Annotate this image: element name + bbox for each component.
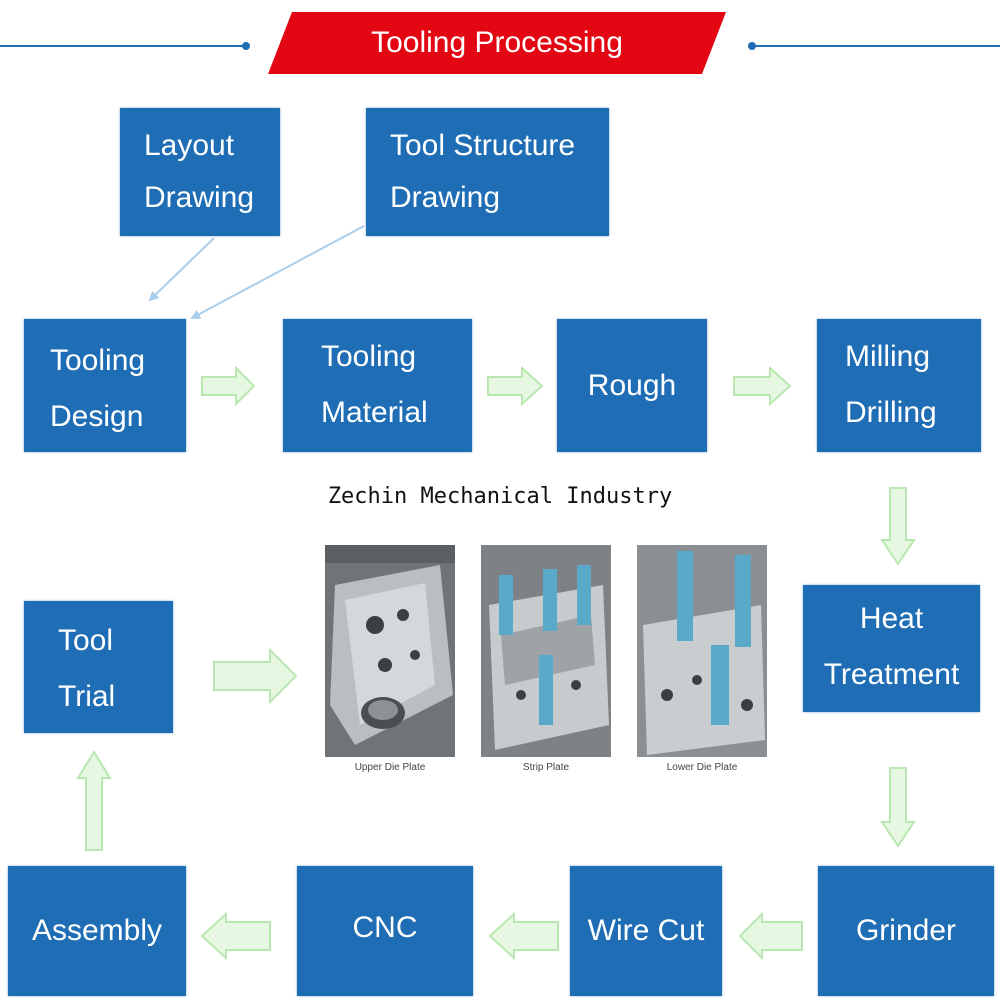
step-label-line: Design bbox=[50, 400, 144, 433]
step-tooling-design: Tooling Design bbox=[24, 319, 186, 452]
header-dot-right bbox=[748, 42, 756, 50]
photo-caption: Lower Die Plate bbox=[666, 762, 738, 773]
step-label-line: Drilling bbox=[845, 396, 937, 429]
title-banner bbox=[268, 12, 726, 74]
step-label: CNC bbox=[352, 911, 418, 944]
header-dot-left bbox=[242, 42, 250, 50]
step-label-line: Drawing bbox=[144, 181, 255, 214]
header-line-right bbox=[752, 45, 1000, 47]
step-label: Wire Cut bbox=[587, 914, 705, 947]
step-wire-cut: Wire Cut bbox=[570, 866, 722, 996]
arrow-rough-to-milling bbox=[733, 365, 792, 407]
step-milling-drilling: Milling Drilling bbox=[817, 319, 981, 452]
arrow-wirecut-to-cnc bbox=[488, 911, 559, 961]
step-label-line: Material bbox=[321, 396, 428, 429]
step-label-line: Milling bbox=[845, 340, 931, 373]
step-label-line: Trial bbox=[58, 680, 116, 713]
step-heat-treatment: Heat Treatment bbox=[803, 585, 980, 712]
connector-structure-to-design bbox=[190, 225, 365, 319]
step-label-line: Treatment bbox=[823, 658, 960, 691]
arrow-milling-to-heat bbox=[880, 487, 916, 566]
step-label-line: Tool bbox=[58, 624, 114, 657]
step-label: Rough bbox=[587, 368, 677, 402]
arrow-cnc-to-assembly bbox=[200, 911, 271, 961]
step-label-line: Drawing bbox=[390, 181, 501, 214]
photo-lower-die-plate bbox=[637, 545, 767, 757]
step-cnc: CNC bbox=[297, 866, 473, 996]
step-label: Assembly bbox=[31, 914, 163, 947]
arrow-design-to-material bbox=[201, 365, 256, 407]
arrow-heat-to-grinder bbox=[880, 767, 916, 848]
step-label-line: Layout bbox=[144, 129, 235, 162]
arrow-assembly-to-trial bbox=[76, 750, 112, 851]
step-grinder: Grinder bbox=[818, 866, 994, 996]
arrow-trial-to-photos bbox=[213, 647, 298, 705]
page-title: Tooling Processing bbox=[371, 26, 623, 59]
photo-upper-die-plate bbox=[325, 545, 455, 757]
step-assembly: Assembly bbox=[8, 866, 186, 996]
company-name: Zechin Mechanical Industry bbox=[327, 484, 673, 509]
step-tool-trial: Tool Trial bbox=[24, 601, 173, 733]
connector-layout-to-design bbox=[148, 237, 215, 302]
arrow-grinder-to-wirecut bbox=[738, 911, 803, 961]
step-label-line: Heat bbox=[859, 602, 924, 635]
step-tooling-material: Tooling Material bbox=[283, 319, 472, 452]
photo-caption: Strip Plate bbox=[522, 762, 570, 773]
step-label: Grinder bbox=[855, 914, 957, 947]
step-tool-structure-drawing: Tool Structure Drawing bbox=[366, 108, 609, 236]
step-label-line: Tooling bbox=[50, 344, 146, 377]
header-line-left bbox=[0, 45, 248, 47]
step-layout-drawing: Layout Drawing bbox=[120, 108, 280, 236]
photo-strip-plate bbox=[481, 545, 611, 757]
step-label-line: Tool Structure bbox=[390, 129, 576, 162]
photo-caption: Upper Die Plate bbox=[354, 762, 426, 773]
arrow-material-to-rough bbox=[487, 365, 544, 407]
step-rough: Rough bbox=[557, 319, 707, 452]
step-label-line: Tooling bbox=[321, 340, 417, 373]
